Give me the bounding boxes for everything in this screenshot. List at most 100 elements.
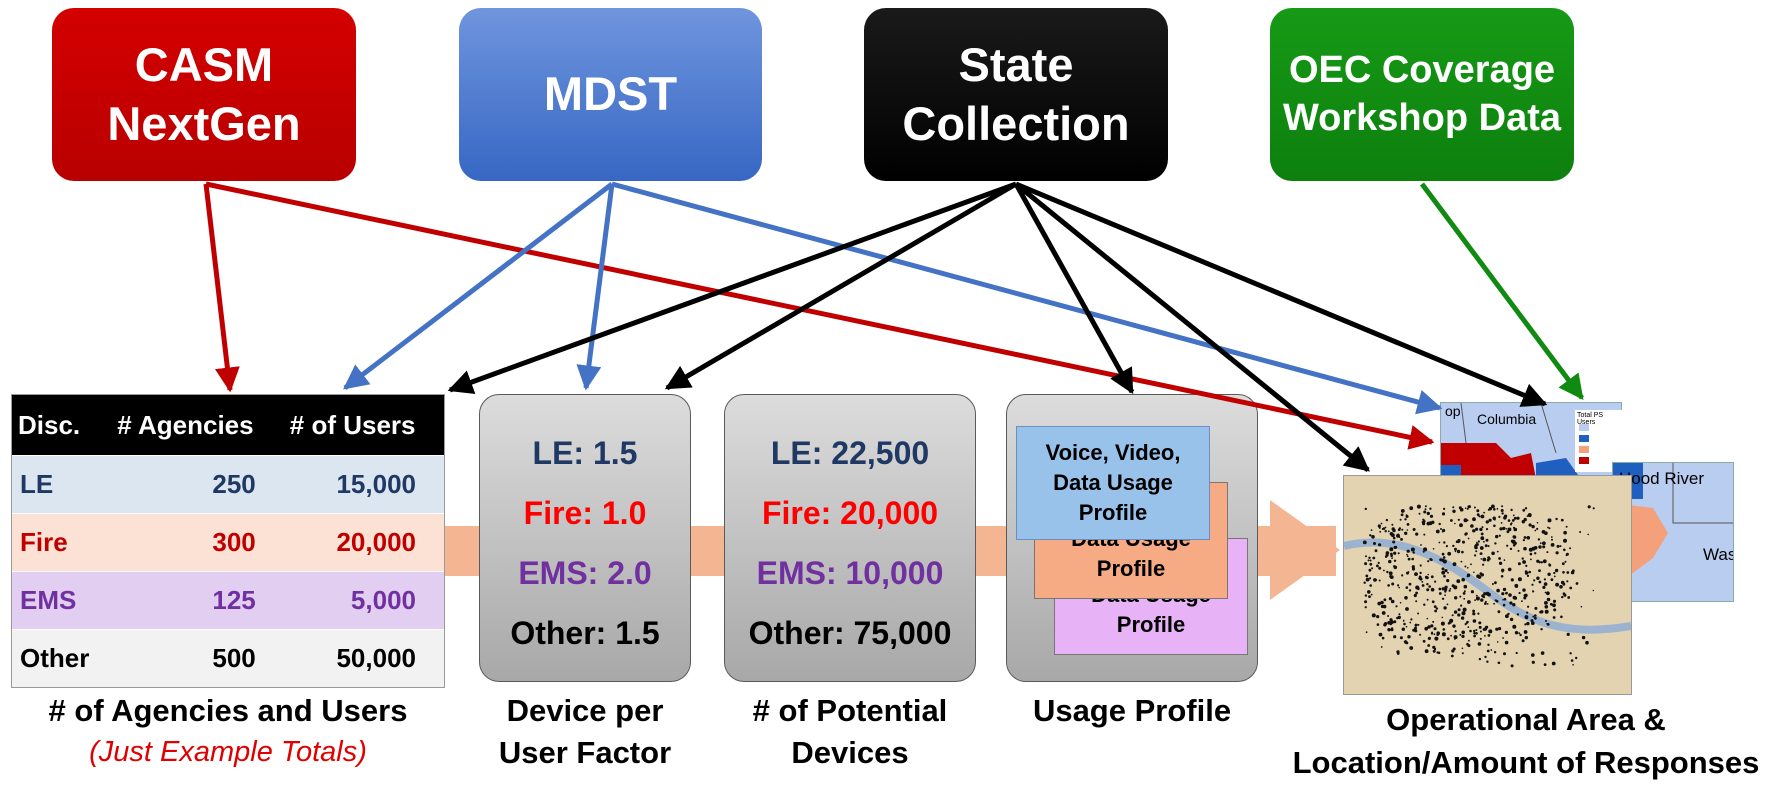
response-dot xyxy=(1453,635,1458,640)
device-factor-le: LE: 1.5 xyxy=(532,435,638,471)
response-dot xyxy=(1477,575,1482,579)
response-dot xyxy=(1463,518,1468,523)
response-dot xyxy=(1514,517,1517,519)
response-dot xyxy=(1536,527,1539,530)
response-dot xyxy=(1502,526,1506,531)
response-dot xyxy=(1569,652,1572,655)
response-dot xyxy=(1498,515,1501,518)
response-dot xyxy=(1514,631,1519,635)
response-dot xyxy=(1376,615,1380,619)
response-dot xyxy=(1501,505,1504,508)
response-dot xyxy=(1512,535,1516,539)
response-dot xyxy=(1505,591,1508,595)
response-dot xyxy=(1524,615,1529,619)
response-dot xyxy=(1422,522,1426,526)
response-dot xyxy=(1414,572,1418,576)
response-dot xyxy=(1429,514,1434,518)
response-dot xyxy=(1567,596,1571,599)
response-dot xyxy=(1438,541,1441,544)
response-dot xyxy=(1438,587,1442,591)
response-dot xyxy=(1472,609,1475,613)
response-dot xyxy=(1461,550,1464,554)
table-cell-disc: Other xyxy=(12,629,112,687)
response-dot xyxy=(1464,507,1467,509)
response-dot xyxy=(1367,590,1371,594)
response-dot xyxy=(1409,646,1414,650)
response-dot xyxy=(1417,612,1420,615)
response-dot xyxy=(1476,513,1480,517)
response-dot xyxy=(1406,523,1410,526)
response-dot xyxy=(1494,581,1497,585)
response-dot xyxy=(1384,530,1387,533)
response-dot xyxy=(1566,580,1569,583)
response-dot xyxy=(1570,659,1574,662)
response-dot xyxy=(1507,567,1512,572)
response-dot xyxy=(1371,535,1375,539)
response-dot xyxy=(1488,629,1493,634)
arrow-state-to-main-map xyxy=(1014,182,1370,472)
response-dot xyxy=(1530,558,1532,561)
response-dot xyxy=(1421,521,1424,523)
response-dot xyxy=(1494,542,1497,545)
response-dot xyxy=(1487,508,1490,511)
table-cell-agencies: 500 xyxy=(111,629,284,687)
response-dot xyxy=(1423,547,1428,552)
response-dot xyxy=(1400,538,1403,541)
response-dot xyxy=(1430,632,1434,635)
response-dot xyxy=(1373,578,1377,582)
response-dot xyxy=(1431,600,1435,604)
response-dot xyxy=(1475,594,1478,597)
response-dot xyxy=(1510,522,1513,525)
response-dot xyxy=(1405,607,1409,611)
map-legend: Total PS Users xyxy=(1575,410,1623,472)
response-dot xyxy=(1483,511,1485,514)
caption-potential-devices: # of Potential Devices xyxy=(752,693,948,770)
response-dot xyxy=(1424,575,1429,579)
response-dot xyxy=(1391,523,1394,526)
response-dot xyxy=(1493,651,1497,654)
response-dot xyxy=(1368,556,1371,559)
response-dot xyxy=(1474,554,1477,557)
response-dot xyxy=(1444,594,1446,596)
map-label-hood-river: Hood River xyxy=(1619,469,1705,488)
response-dot xyxy=(1387,615,1390,617)
response-dot xyxy=(1427,560,1430,563)
response-dot xyxy=(1532,615,1535,618)
response-dot xyxy=(1396,616,1399,620)
response-dot xyxy=(1507,528,1511,532)
response-dot xyxy=(1512,544,1516,547)
oec-coverage-source: OEC Coverage Workshop Data xyxy=(1270,8,1574,181)
response-dot xyxy=(1466,642,1469,646)
response-dot xyxy=(1429,558,1433,561)
response-dot xyxy=(1454,547,1457,551)
response-dot xyxy=(1393,546,1397,549)
response-dot xyxy=(1491,504,1495,509)
response-dot xyxy=(1501,592,1505,596)
response-dot xyxy=(1555,517,1558,521)
response-dot xyxy=(1488,518,1492,522)
response-dot xyxy=(1564,560,1567,563)
response-dot xyxy=(1480,598,1484,602)
response-dot xyxy=(1544,591,1547,594)
response-dot xyxy=(1448,589,1451,592)
response-dot xyxy=(1509,547,1513,551)
response-dot xyxy=(1497,661,1501,665)
header-disc: Disc. xyxy=(12,395,112,456)
arrow-state-to-usage xyxy=(1013,182,1135,395)
response-dot xyxy=(1393,559,1397,562)
response-dot xyxy=(1530,619,1534,623)
potential-devices-fire: Fire: 20,000 xyxy=(761,495,939,531)
response-dot xyxy=(1556,544,1560,548)
response-dot xyxy=(1544,609,1549,614)
response-dot xyxy=(1433,627,1437,631)
response-dot xyxy=(1426,583,1429,586)
response-dot xyxy=(1406,553,1408,556)
response-dot xyxy=(1390,552,1393,556)
response-dot xyxy=(1493,508,1496,511)
response-dot xyxy=(1367,559,1370,562)
map-label-columbia: Columbia xyxy=(1477,411,1537,427)
response-dot xyxy=(1539,542,1542,545)
arrow-mdst-to-device xyxy=(576,183,615,391)
